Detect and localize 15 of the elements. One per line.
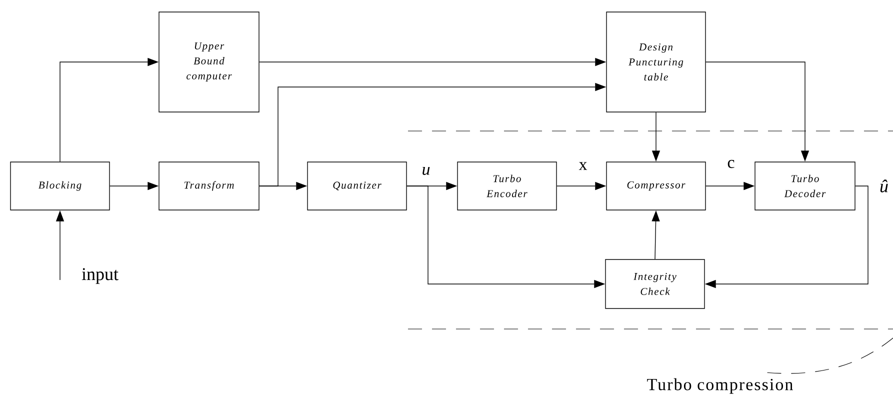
process-box: Quantizer [307,162,407,210]
process-box: Turbo Encoder [457,162,557,210]
output-symbol: û [880,180,888,192]
edge-label: c [728,160,734,168]
edge-label: u [422,166,430,175]
edge-label: x [578,162,588,170]
process-box: Turbo Decoder [754,162,856,210]
process-box: Design Puncturing table [606,12,706,112]
input-label: input [82,268,118,284]
region-label: Turbo compression [647,378,793,394]
process-box: Blocking [10,162,110,210]
process-box: Compressor [606,162,706,210]
process-box: Upper Bound computer [158,12,260,112]
process-box: Transform [158,162,260,210]
process-box: Integrity Check [605,259,705,309]
